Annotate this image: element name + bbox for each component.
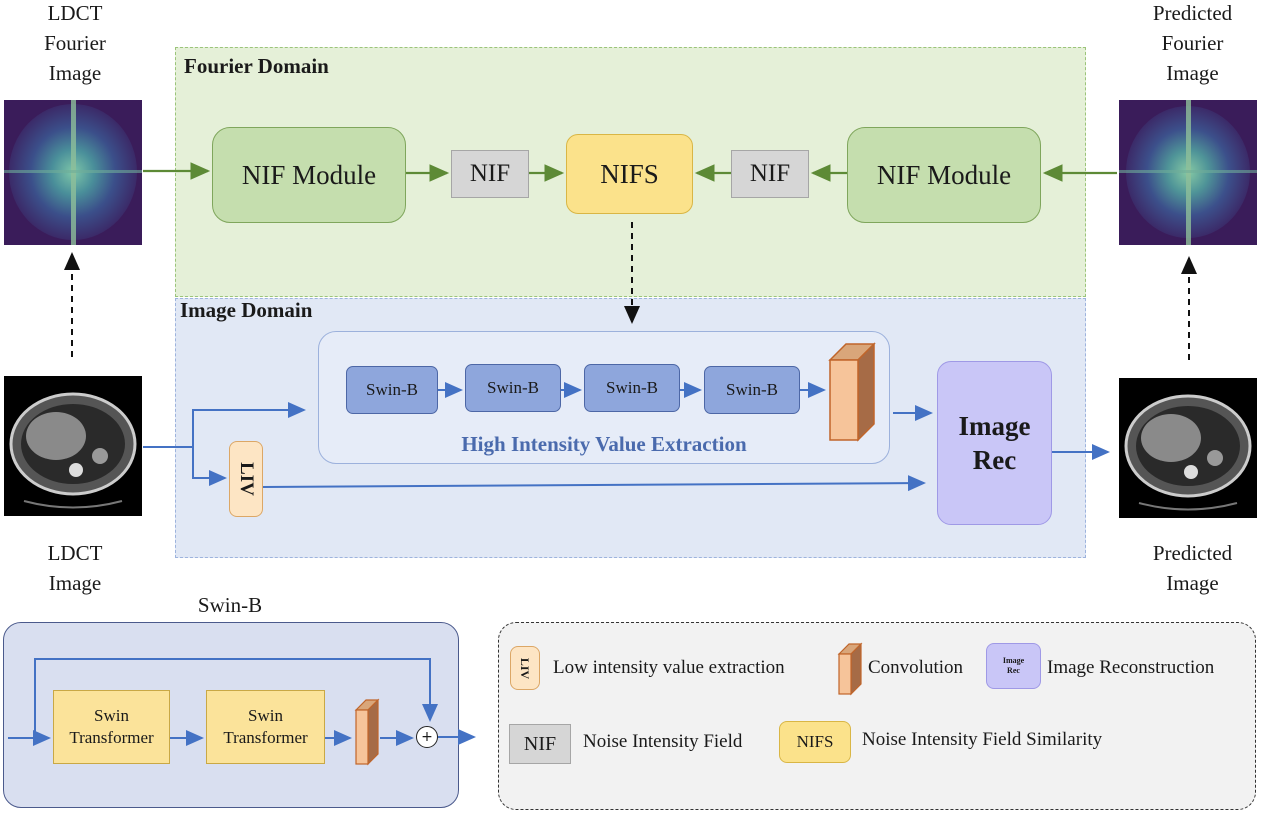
swin-transformer-block-1: Swin Transformer xyxy=(53,690,170,764)
legend-nifs-icon: NIFS xyxy=(779,721,851,763)
swin-transformer-line: Swin xyxy=(248,706,283,725)
label-line: Image xyxy=(48,571,102,595)
legend-conv-icon xyxy=(837,642,863,696)
arrow-skip-connection xyxy=(8,658,438,739)
swin-b-block-1: Swin-B xyxy=(346,366,438,414)
nif-module-right: NIF Module xyxy=(847,127,1041,223)
label-line: Predicted xyxy=(1152,541,1233,565)
arrow-ct-to-extraction xyxy=(143,402,306,448)
swin-detail-conv-icon xyxy=(354,698,380,766)
predicted-fourier-image-label: Predicted Fourier Image xyxy=(1130,0,1255,88)
legend-nif-icon: NIF xyxy=(509,724,571,764)
fourier-domain-title: Fourier Domain xyxy=(184,54,329,78)
legend-liv-icon: LIV xyxy=(510,646,540,690)
legend-nifs-text: Noise Intensity Field Similarity xyxy=(862,729,1103,750)
nif-left: NIF xyxy=(451,150,529,198)
swin-transformer-line: Swin xyxy=(94,706,129,725)
label-line: Fourier xyxy=(44,31,106,55)
ldct-fourier-spectrum-image xyxy=(4,100,142,245)
swin-transformer-line: Transformer xyxy=(223,728,308,747)
legend-rec-icon-line: Image xyxy=(1002,656,1025,665)
arrow-ct-to-liv xyxy=(192,447,227,486)
legend-rec-text: Image Reconstruction xyxy=(1047,657,1215,678)
predicted-fourier-spectrum-image xyxy=(1119,100,1257,245)
nifs-block: NIFS xyxy=(566,134,693,214)
arrow-liv-to-rec xyxy=(262,475,926,492)
label-line: Image xyxy=(48,61,102,85)
image-rec-block: Image Rec xyxy=(937,361,1052,525)
label-line: LDCT xyxy=(47,541,103,565)
label-line: Predicted xyxy=(1152,1,1233,25)
label-line: Image xyxy=(1166,571,1219,595)
legend-rec-icon: Image Rec xyxy=(986,643,1041,689)
add-operator-icon: + xyxy=(416,726,438,748)
label-line: Image xyxy=(1166,61,1219,85)
legend-nif-text: Noise Intensity Field xyxy=(583,731,743,752)
nif-module-left: NIF Module xyxy=(212,127,406,223)
swin-transformer-line: Transformer xyxy=(69,728,154,747)
image-rec-line: Rec xyxy=(972,445,1017,475)
swin-b-block-2: Swin-B xyxy=(465,364,561,412)
image-rec-line: Image xyxy=(958,411,1031,441)
predicted-ct-image xyxy=(1119,378,1257,518)
ldct-fourier-image-label: LDCT Fourier Image xyxy=(20,0,130,88)
legend-conv-text: Convolution xyxy=(868,657,964,678)
nif-right: NIF xyxy=(731,150,809,198)
label-line: Fourier xyxy=(1161,31,1224,55)
image-domain-title: Image Domain xyxy=(180,298,313,322)
swin-b-block-3: Swin-B xyxy=(584,364,680,412)
legend-rec-icon-line: Rec xyxy=(1007,666,1020,675)
ldct-ct-image xyxy=(4,376,142,516)
swin-b-block-4: Swin-B xyxy=(704,366,800,414)
swin-transformer-block-2: Swin Transformer xyxy=(206,690,325,764)
conv-block-icon xyxy=(828,342,876,442)
label-line: LDCT xyxy=(47,1,103,25)
liv-block: LIV xyxy=(229,441,263,517)
swin-b-detail-title: Swin-B xyxy=(197,593,263,617)
ldct-image-label: LDCT Image xyxy=(20,538,130,598)
high-intensity-extraction-label: High Intensity Value Extraction xyxy=(461,432,747,456)
predicted-image-label: Predicted Image xyxy=(1130,538,1255,598)
legend-panel xyxy=(498,622,1256,810)
legend-liv-text: Low intensity value extraction xyxy=(553,657,785,678)
